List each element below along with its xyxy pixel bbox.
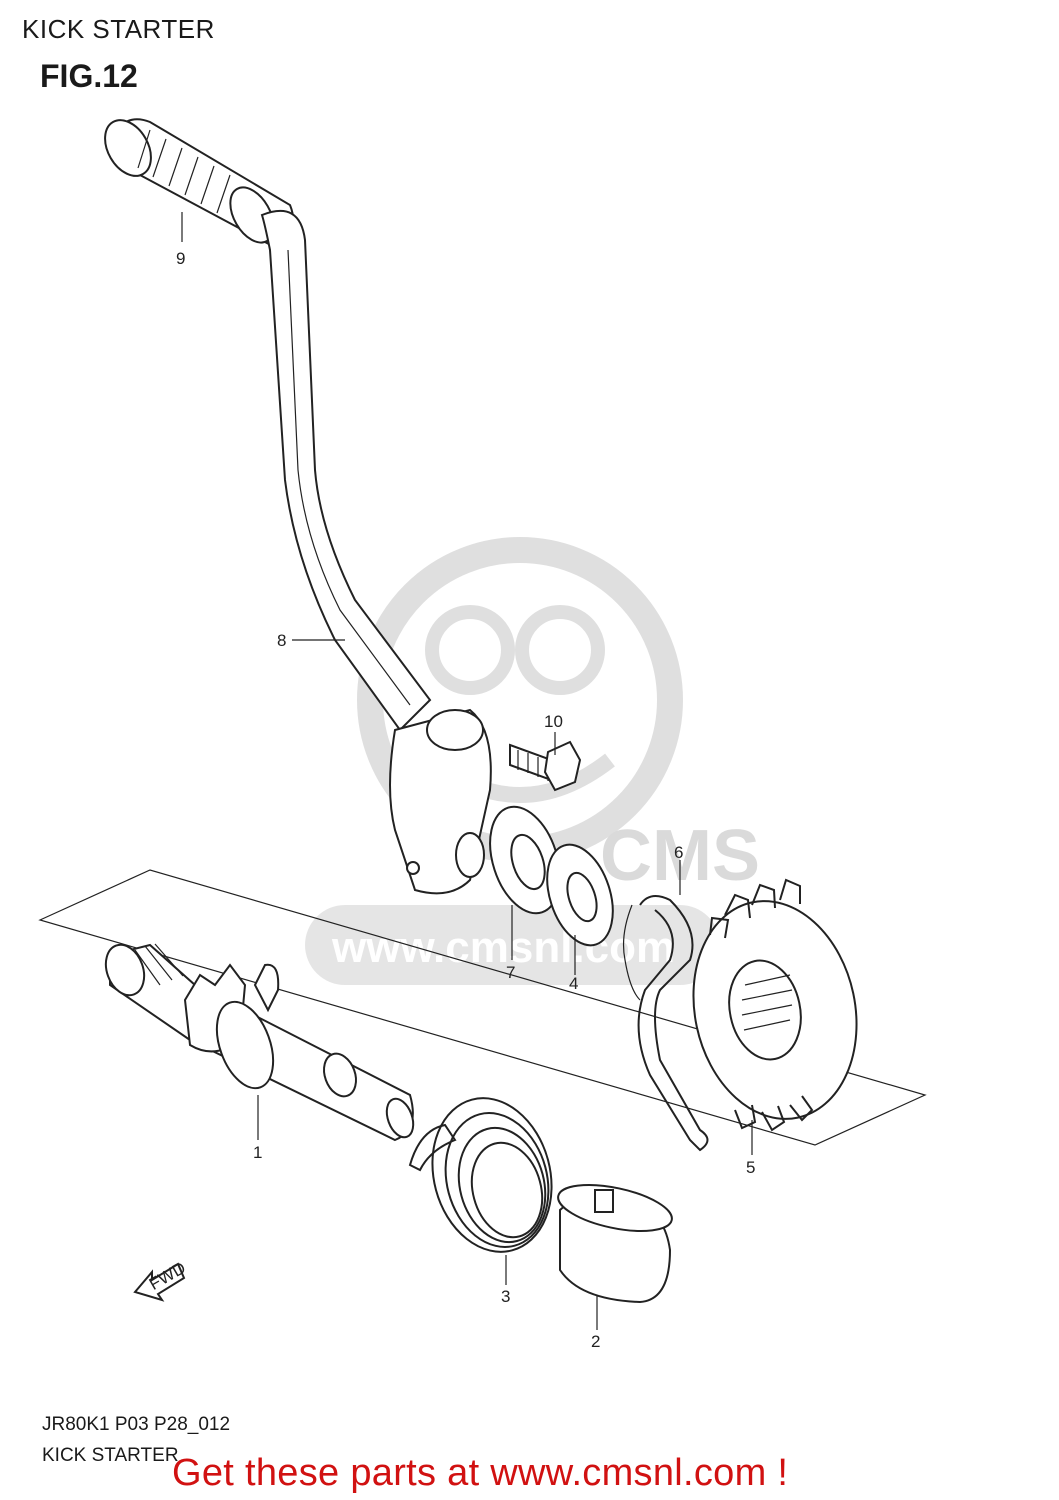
kick-shaft-part [104, 943, 415, 1142]
callout-8: 8 [277, 631, 286, 650]
callout-1: 1 [253, 1143, 262, 1162]
leader-lines [181, 212, 753, 1330]
washer-part [546, 843, 614, 947]
callout-9: 9 [176, 249, 185, 268]
fwd-arrow-icon: FWD [133, 1258, 189, 1302]
grip-part [104, 118, 295, 252]
callout-10: 10 [544, 712, 563, 731]
promo-link[interactable]: Get these parts at www.cmsnl.com ! [172, 1452, 789, 1494]
footer-title: KICK STARTER [42, 1445, 179, 1466]
spacer-part [557, 1184, 673, 1304]
watermark-site: www.cmsnl.com [331, 923, 675, 972]
drawing-code: JR80K1 P03 P28_012 [42, 1414, 231, 1435]
callout-4: 4 [569, 974, 578, 993]
page-title: KICK STARTER [22, 14, 215, 44]
bolt-part [509, 740, 582, 792]
callout-7: 7 [506, 963, 515, 982]
return-spring-part [408, 1097, 553, 1253]
callout-2: 2 [591, 1332, 600, 1351]
base-plate-outline [38, 869, 927, 1146]
callout-6: 6 [674, 843, 683, 862]
figure-label: FIG.12 [40, 58, 138, 94]
starter-gear-part [692, 878, 858, 1132]
kick-lever-part [260, 210, 492, 895]
callout-5: 5 [746, 1158, 755, 1177]
callout-3: 3 [501, 1287, 510, 1306]
spring-clip-part [622, 895, 709, 1152]
oil-seal-part [489, 805, 561, 915]
